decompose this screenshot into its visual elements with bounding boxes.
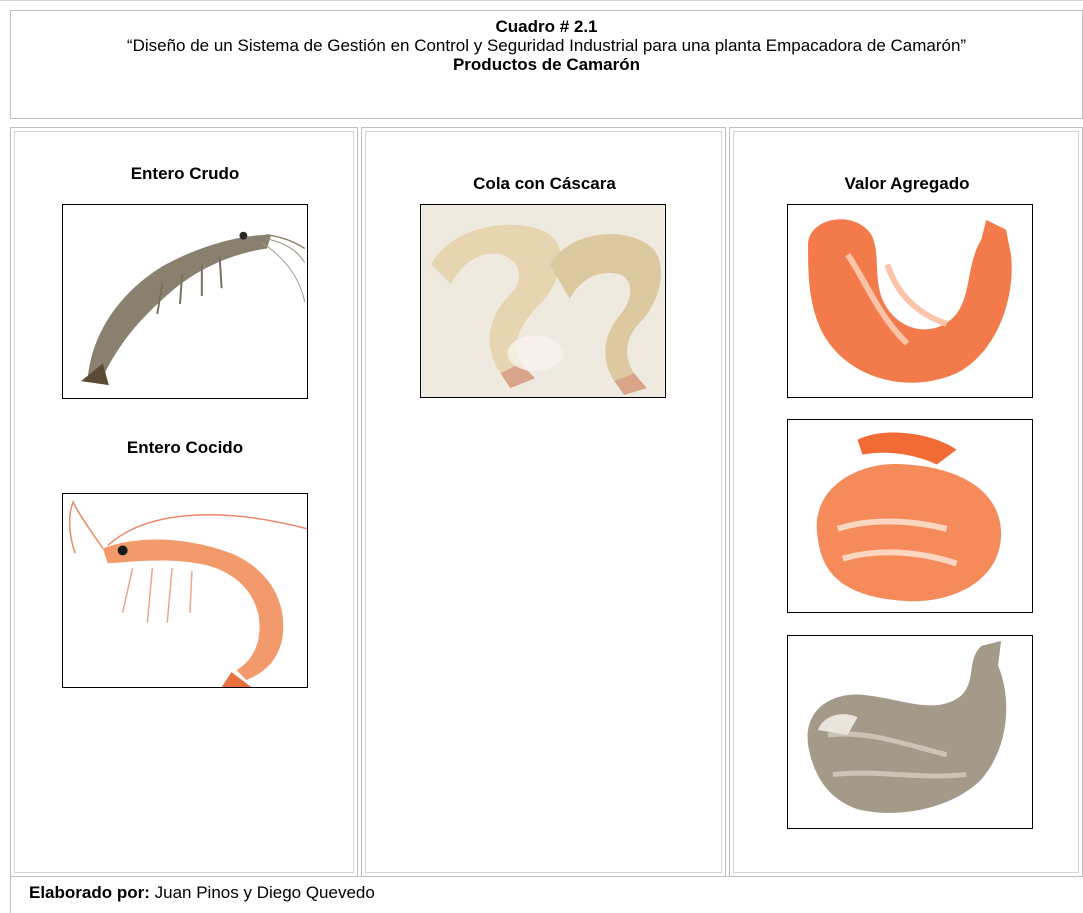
label-valor-agregado: Valor Agregado [844, 174, 970, 193]
peeled-shrimp-image-1 [808, 219, 1012, 383]
column-whole-shrimp: Entero Crudo Entero Cocido [10, 127, 358, 877]
raw-shrimp-image [81, 231, 306, 386]
label-entero-crudo: Entero Crudo [130, 164, 240, 183]
column-shell-on-tail: Cola con Cáscara [361, 127, 726, 877]
footer-authors: Juan Pinos y Diego Quevedo [149, 883, 375, 902]
top-rule [0, 0, 1083, 10]
label-cola-con-cascara: Cola con Cáscara [473, 174, 616, 193]
table-subtitle: “Diseño de un Sistema de Gestión en Cont… [126, 36, 967, 55]
peeled-shrimp-image-2 [816, 432, 1002, 602]
footer-credit: Elaborado por: Juan Pinos y Diego Queved… [29, 883, 375, 903]
photo-raw-whole-shrimp [62, 204, 308, 399]
photo-shell-on-tail [420, 204, 666, 398]
grey-shrimp-image [807, 640, 1007, 813]
photo-value-added-3 [787, 635, 1033, 829]
table-footer: Elaborado por: Juan Pinos y Diego Queved… [10, 876, 1083, 913]
photo-cooked-whole-shrimp [62, 493, 308, 688]
column-value-added: Valor Agregado [729, 127, 1083, 877]
shell-tail-image [421, 205, 665, 397]
photo-value-added-2 [787, 419, 1033, 613]
header-text: Cuadro # 2.1 “Diseño de un Sistema de Ge… [11, 17, 1082, 74]
cooked-shrimp-image [68, 499, 307, 687]
footer-label: Elaborado por: [29, 883, 150, 902]
table-header: Cuadro # 2.1 “Diseño de un Sistema de Ge… [10, 10, 1083, 119]
section-title: Productos de Camarón [452, 55, 641, 74]
label-entero-cocido: Entero Cocido [126, 438, 244, 457]
table-number: Cuadro # 2.1 [495, 17, 598, 36]
photo-value-added-1 [787, 204, 1033, 398]
